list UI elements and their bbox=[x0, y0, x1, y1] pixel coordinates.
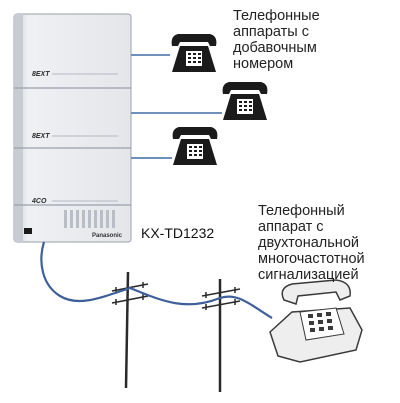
module-label-2: 8EXT bbox=[32, 133, 50, 140]
pbx-module-1: 8EXT bbox=[32, 71, 118, 78]
extension-connections bbox=[131, 54, 222, 159]
pole-1 bbox=[111, 271, 149, 389]
pbx-vent-slots bbox=[64, 210, 115, 228]
pole-2 bbox=[201, 279, 241, 392]
dtmf-phone-label: Телефонный аппарат с двухтональной много… bbox=[258, 203, 365, 283]
dtmf-phone-icon bbox=[269, 279, 363, 363]
extension-phones-label: Телефонные аппараты с добавочным номером bbox=[233, 8, 320, 72]
module-label-1: 8EXT bbox=[32, 71, 50, 78]
extension-phone-icon-2 bbox=[222, 82, 268, 120]
extension-phone-icon-3 bbox=[172, 127, 218, 165]
pbx-brand: Panasonic bbox=[92, 233, 123, 239]
pbx-model-label: KX-TD1232 bbox=[141, 225, 215, 241]
pbx-module-2: 8EXT bbox=[32, 133, 118, 140]
pbx-module-3: 4CO bbox=[31, 198, 118, 205]
module-label-3: 4CO bbox=[31, 198, 47, 205]
extension-phone-icon-1 bbox=[171, 34, 217, 72]
pbx-cabinet: 8EXT 8EXT 4CO Panasonic bbox=[13, 13, 132, 243]
pbx-indicator bbox=[24, 228, 32, 234]
telephone-poles bbox=[111, 271, 241, 392]
trunk-cable bbox=[40, 241, 273, 319]
